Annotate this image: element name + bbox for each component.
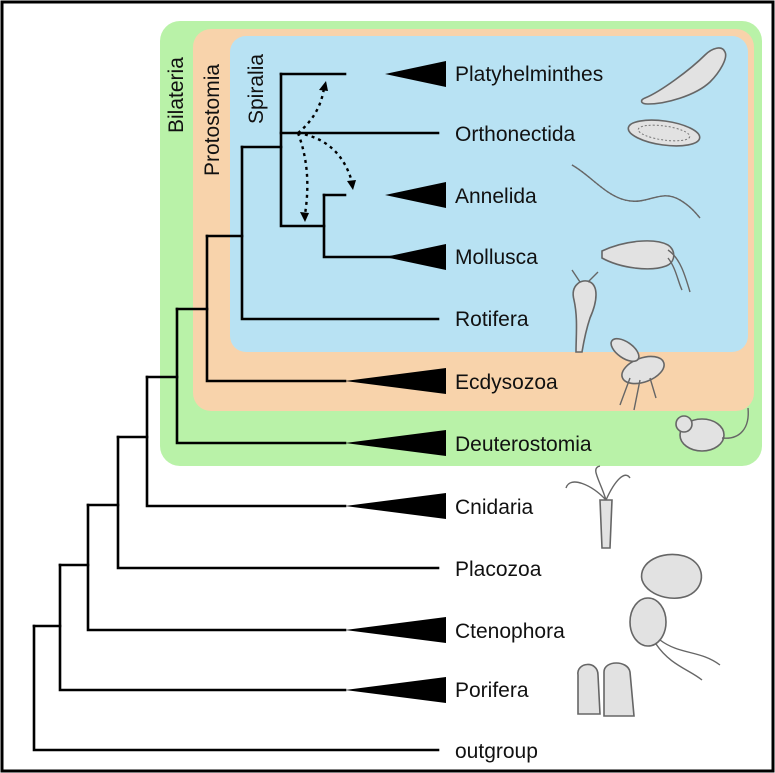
- taxon-label-orthonectida: Orthonectida: [455, 123, 576, 146]
- spiralia-label: Spiralia: [245, 54, 268, 124]
- protostomia-label: Protostomia: [201, 64, 224, 176]
- taxon-label-mollusca: Mollusca: [455, 246, 538, 269]
- bilateria-label: Bilateria: [165, 57, 188, 133]
- taxon-label-annelida: Annelida: [455, 185, 537, 208]
- taxon-label-deuterostomia: Deuterostomia: [455, 433, 592, 456]
- taxon-label-placozoa: Placozoa: [455, 558, 542, 581]
- sponge-icon: [578, 663, 634, 716]
- taxon-label-porifera: Porifera: [455, 679, 529, 702]
- placozoan-icon: [642, 554, 702, 598]
- taxon-label-cnidaria: Cnidaria: [455, 496, 534, 519]
- taxon-label-ecdysozoa: Ecdysozoa: [455, 371, 558, 394]
- taxon-label-rotifera: Rotifera: [455, 308, 529, 331]
- taxon-label-platyhelminthes: Platyhelminthes: [455, 63, 603, 86]
- taxon-label-outgroup: outgroup: [455, 740, 538, 763]
- taxon-label-ctenophora: Ctenophora: [455, 620, 565, 643]
